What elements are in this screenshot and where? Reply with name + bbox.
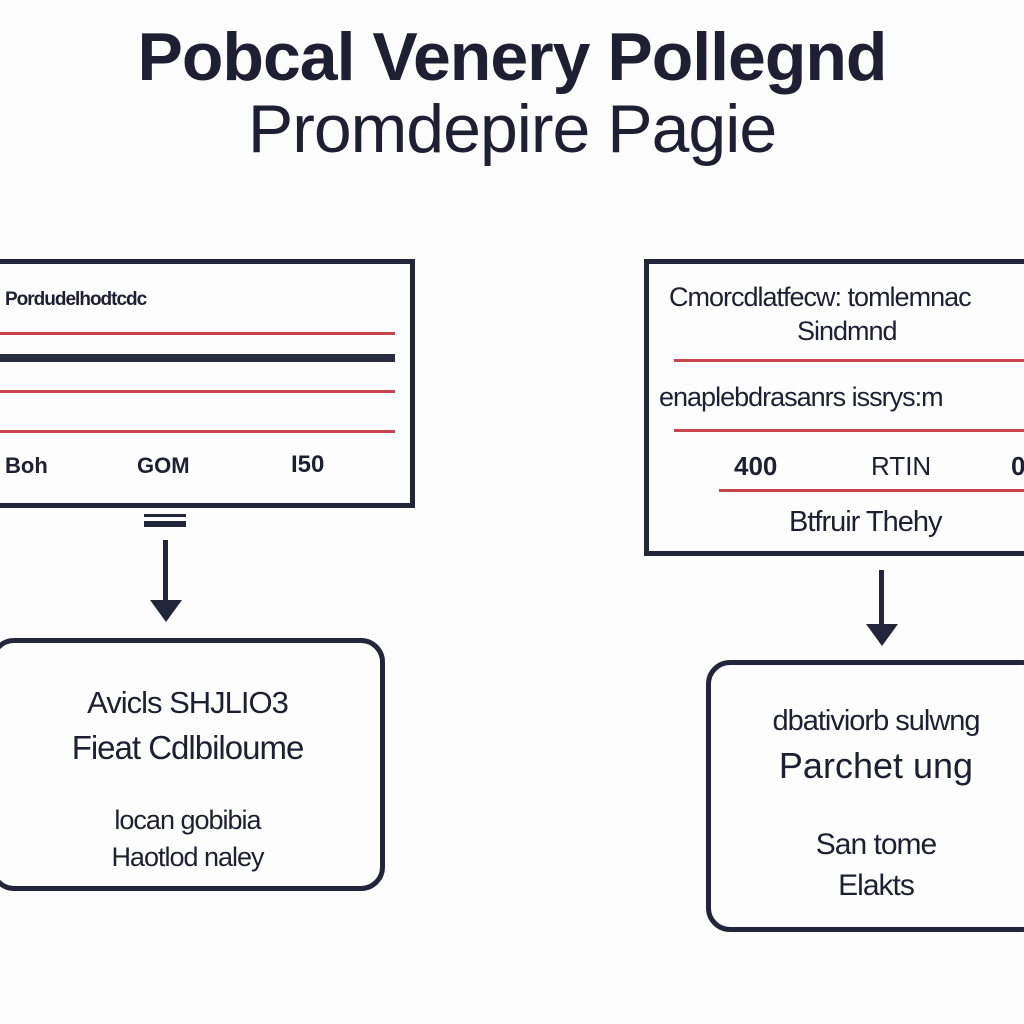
right-panel-line-1: Cmorcdlatfecw: tomlemnac	[669, 282, 972, 312]
right-arrow-line	[879, 570, 884, 626]
right-panel-rule-2	[674, 429, 1024, 432]
left-box-line-1: Avicls SHJLIO3	[87, 685, 289, 720]
right-panel-rule-1	[674, 359, 1024, 362]
right-panel-footer: Btfruir Thehy	[789, 506, 942, 538]
right-box-line-3: San tome	[815, 828, 937, 861]
right-panel: Cmorcdlatfecw: tomlemnac Sindmnd enapleb…	[644, 259, 1024, 556]
right-panel-line-2: Sindmnd	[797, 316, 898, 346]
title-line-2: Promdepire Pagie	[247, 91, 777, 167]
left-box: Avicls SHJLIO3 Fieat Cdlbiloume locan go…	[0, 638, 385, 891]
left-panel-rule-2	[0, 390, 395, 393]
title-line-1: Pobcal Venery Pollegnd	[137, 19, 888, 95]
left-panel-rule-1	[0, 332, 395, 335]
left-panel-header: Pordudelhodtcdc	[5, 289, 147, 310]
left-arrow-head	[150, 600, 182, 622]
right-panel-line-3: enaplebdrasanrs issrys:m	[659, 382, 944, 412]
left-panel-value-1: Boh	[5, 453, 48, 478]
right-panel-rule-3	[719, 489, 1024, 492]
left-arrow-line	[163, 540, 168, 602]
left-box-line-4: Haotlod naley	[111, 842, 264, 872]
left-panel: Pordudelhodtcdc Boh GOM I50	[0, 259, 415, 508]
right-box-line-4: Elakts	[838, 869, 915, 902]
right-box-line-1: dbativiorb sulwng	[772, 705, 980, 737]
left-box-line-3: locan gobibia	[114, 805, 261, 835]
left-panel-rule-3	[0, 430, 395, 433]
right-panel-value-2: RTIN	[871, 451, 932, 481]
right-panel-value-1: 400	[734, 451, 778, 481]
right-panel-value-3: 0	[1011, 451, 1024, 481]
left-panel-value-3: I50	[291, 451, 325, 478]
left-connector-cap	[144, 514, 186, 528]
right-box: dbativiorb sulwng Parchet ung San tome E…	[706, 660, 1024, 932]
left-panel-value-2: GOM	[137, 453, 190, 478]
left-box-line-2: Fieat Cdlbiloume	[71, 729, 305, 766]
left-panel-divider	[0, 354, 395, 362]
right-arrow-head	[866, 624, 898, 646]
right-box-line-2: Parchet ung	[778, 745, 974, 786]
